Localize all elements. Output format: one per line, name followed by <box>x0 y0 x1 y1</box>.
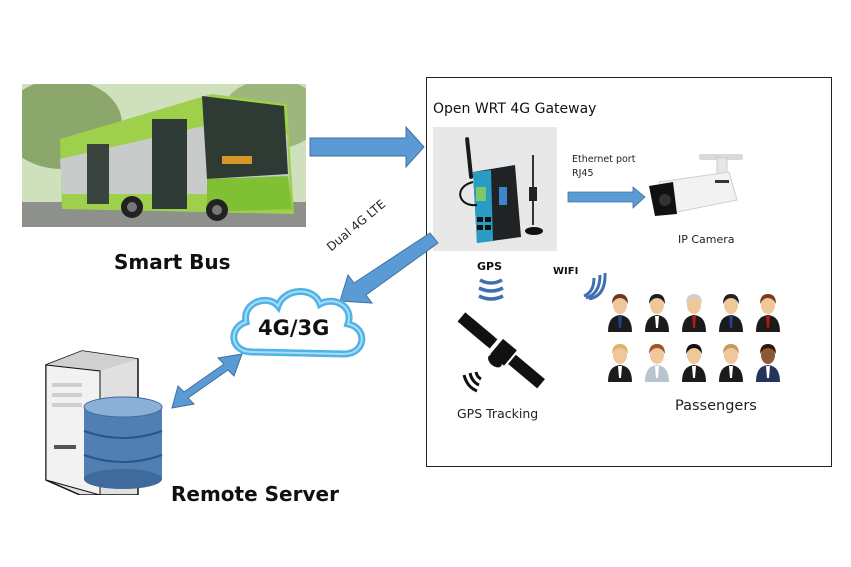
passenger-avatar-icon <box>717 290 745 334</box>
passenger-avatar-icon <box>680 340 708 384</box>
ethernet-label-line2: RJ45 <box>572 168 594 179</box>
passenger-avatar-icon <box>680 290 708 334</box>
wifi-label: WIFI <box>553 266 579 277</box>
ethernet-arrow <box>567 186 646 209</box>
passenger-avatar-icon <box>754 340 782 384</box>
bus-to-gateway-arrow <box>309 125 425 169</box>
ip-camera-icon <box>649 154 743 216</box>
gps-satellite-icon <box>457 312 545 393</box>
passenger-avatar-icon <box>717 340 745 384</box>
passenger-avatar-icon <box>754 290 782 334</box>
smart-bus-label: Smart Bus <box>114 250 231 274</box>
passengers-label: Passengers <box>675 398 757 414</box>
cloud-icon <box>230 288 366 358</box>
cloud-label: 4G/3G <box>258 316 330 340</box>
ethernet-port-label: Ethernet port RJ45 <box>572 153 635 181</box>
server-cloud-double-arrow <box>171 353 243 409</box>
passenger-avatar-icon <box>643 340 671 384</box>
wifi-signal-icon <box>583 272 607 300</box>
passengers-group <box>606 290 786 390</box>
gps-label: GPS <box>477 260 503 273</box>
passenger-avatar-icon <box>606 340 634 384</box>
bus-image-icon <box>22 84 306 227</box>
remote-server-label: Remote Server <box>171 482 339 506</box>
gps-signal-icon <box>478 278 504 301</box>
ip-camera-label: IP Camera <box>678 233 735 246</box>
ethernet-label-line1: Ethernet port <box>572 154 636 165</box>
gateway-device-image <box>433 127 557 251</box>
lte-arrow <box>339 232 439 304</box>
server-database-icon <box>45 350 163 495</box>
passenger-avatar-icon <box>606 290 634 334</box>
gps-tracking-label: GPS Tracking <box>457 406 539 421</box>
router-icon <box>433 127 557 251</box>
bus-photo <box>22 84 306 227</box>
gateway-title: Open WRT 4G Gateway <box>433 101 597 117</box>
passenger-avatar-icon <box>643 290 671 334</box>
